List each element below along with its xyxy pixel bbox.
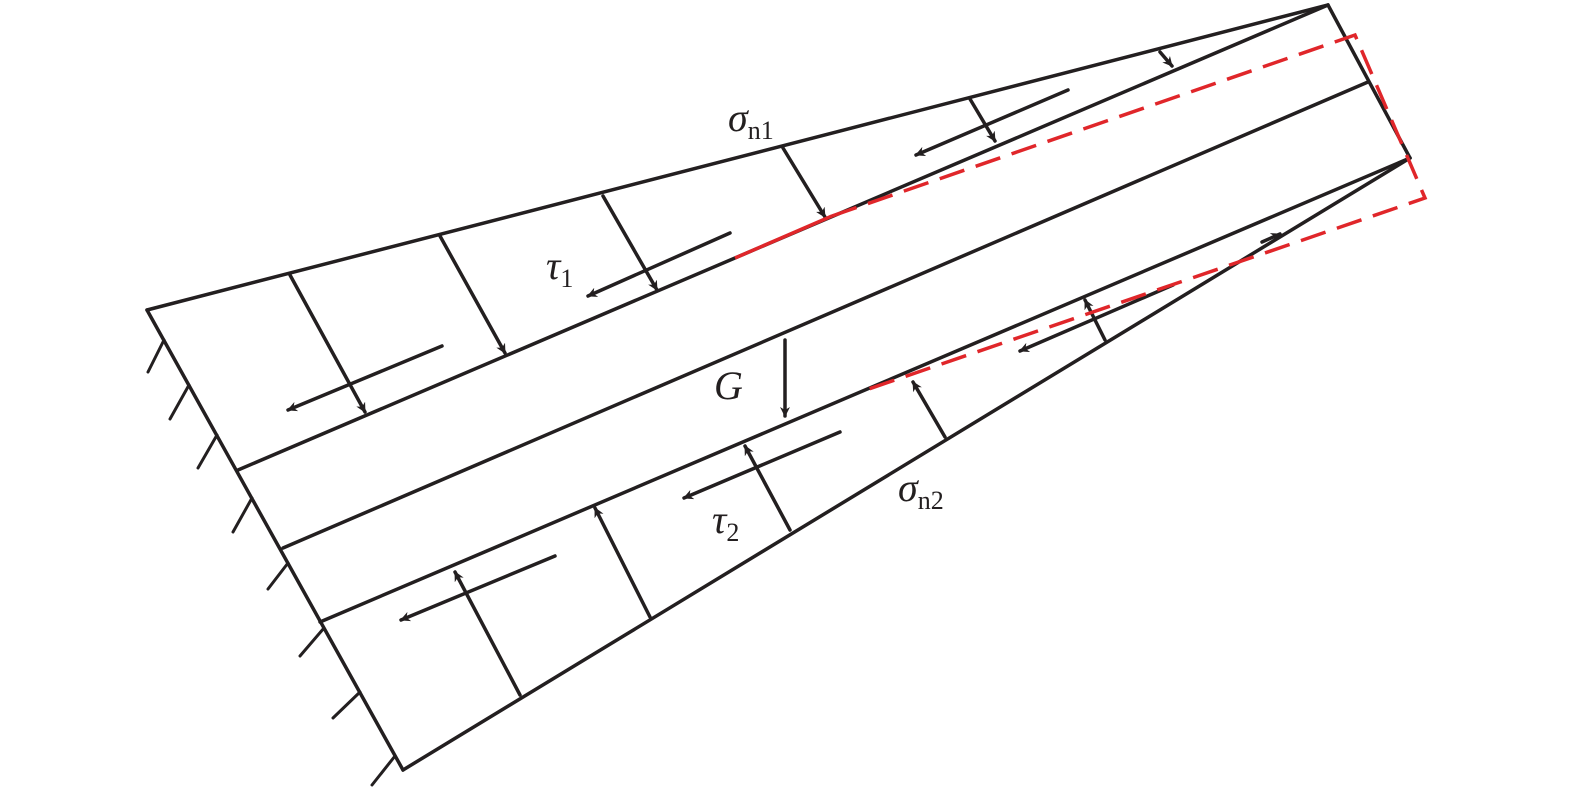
sigma-n1-arrows [288,50,1174,414]
middle-layer-line [281,80,1370,550]
sigma-n1-label: σn1 [728,95,774,145]
gravity-label: G [714,363,743,408]
sigma-n2-label: σn2 [898,465,944,515]
upper-outer-boundary [145,3,1330,312]
tau-2-arrows [399,283,1175,622]
fixed-support-hatches [146,338,397,787]
lower-interface [318,156,1412,624]
sigma-n2-arrows [453,232,1282,697]
tau-1-arrows [286,88,1070,412]
tau-1-label: τ1 [546,243,574,293]
tau-2-label: τ2 [712,497,740,547]
deformed-outline-highlight [734,32,1428,394]
